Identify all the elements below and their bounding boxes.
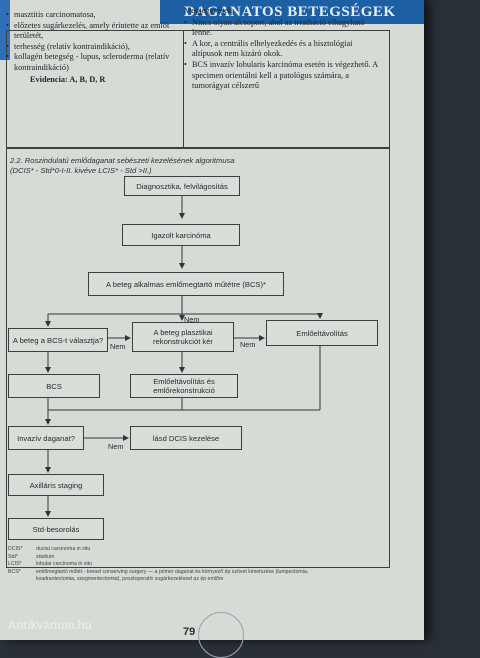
watermark: Antikvárium.hu — [8, 620, 92, 632]
list-item: kollagén betegség - lupus, scleroderma (… — [6, 52, 176, 73]
box-bcs-eligible: A beteg alkalmas emlőmegtartó műtétre (B… — [88, 272, 284, 296]
footnote-text: stádium — [36, 553, 55, 560]
list-item: A kor, a centrális elhelyezkedés és a hi… — [184, 39, 380, 60]
footnote-row: DCIS* ductal carcinoma in situ — [8, 546, 388, 554]
box-chooses-bcs: A beteg a BCS-t választja? — [8, 328, 108, 352]
list-item: terhesség (relatív kontraindikáció), — [6, 42, 176, 53]
flowchart-frame — [6, 148, 390, 568]
box-confirmed-carcinoma: Igazolt karcinóma — [122, 224, 240, 246]
box-diagnostics: Diagnosztika, felvilágosítás — [124, 176, 240, 196]
footnote-row: kvadrantectomia, szegmentectomia), poszt… — [8, 576, 388, 584]
list-item: BCS invazív lobularis karcinóma esetén i… — [184, 60, 380, 92]
box-mastectomy: Emlőeltávolítás — [266, 320, 378, 346]
footnote-abbr: BCS* — [8, 568, 21, 575]
label-no: Nem — [184, 315, 200, 324]
footnote-text: kvadrantectomia, szegmentectomia), poszt… — [36, 576, 224, 583]
page-number: 79 — [183, 626, 196, 638]
flowchart-title: 2.2. Roszindulatú emlődaganat sebészeti … — [10, 156, 235, 165]
box-invasive: Invazív daganat? — [8, 426, 84, 450]
footnote-abbr: LCIS* — [8, 561, 22, 568]
remarks: Megjegyzések: Nincs olyan alcsoport, aho… — [184, 6, 380, 92]
contraindication-list: masztitis carcinomatosa, előzetes sugárk… — [6, 10, 176, 85]
footnote-text: emlőmegtartó műtét - breast conserving s… — [36, 568, 309, 575]
box-see-dcis: lásd DCIS kezelése — [130, 426, 242, 450]
seal-stamp — [198, 612, 244, 658]
flowchart-subtitle: (DCIS* - Std*0-I-II. kivéve LCIS* - Std … — [10, 166, 152, 175]
footnote-abbr: DCIS* — [8, 546, 23, 552]
box-mastectomy-reconstruction: Emlőeltávolítás és emlőrekonstrukció — [130, 374, 238, 398]
footnote-text: lobular carcinoma in situ — [36, 561, 92, 568]
footnote-row: BCS* emlőmegtartó műtét - breast conservi… — [8, 569, 388, 577]
evidence-line: Evidencia: A, B, D, R — [30, 74, 106, 84]
footnote-abbr — [8, 576, 36, 584]
box-std-classification: Std-besorolás — [8, 518, 104, 540]
label-no: Nem — [240, 340, 256, 349]
list-item: előzetes sugárkezelés, amely érintette a… — [6, 21, 176, 42]
list-item: masztitis carcinomatosa, — [6, 10, 176, 21]
remarks-title: Megjegyzések: — [184, 6, 235, 15]
flowchart-heading: 2.2. Roszindulatú emlődaganat sebészeti … — [10, 156, 310, 176]
chapter-tab — [0, 0, 10, 60]
footnote-row: LCIS* lobular carcinoma in situ — [8, 561, 388, 569]
footnotes: DCIS* ductal carcinoma in situ Std* stádiu… — [8, 546, 388, 584]
box-axillary-staging: Axilláris staging — [8, 474, 104, 496]
book-page: DAGANATOS BETEGSÉGEK masztitis carcinoma… — [0, 0, 424, 640]
header-title: DAGANATOS BETEGSÉGEK — [184, 4, 396, 20]
label-no: Nem — [108, 442, 124, 451]
box-bcs: BCS — [8, 374, 100, 398]
footnote-abbr: Std* — [8, 553, 18, 560]
footnote-text: ductal carcinoma in situ — [36, 546, 91, 552]
label-no: Nem — [110, 342, 126, 351]
footnote-row: Std* stádium — [8, 554, 388, 562]
flowchart-connectors — [45, 196, 323, 517]
box-plastic-reconstruction: A beteg plasztikai rekonstrukciót kér — [132, 322, 234, 352]
list-item: Nincs olyan alcsoport, ahol az irradiáci… — [184, 18, 380, 39]
